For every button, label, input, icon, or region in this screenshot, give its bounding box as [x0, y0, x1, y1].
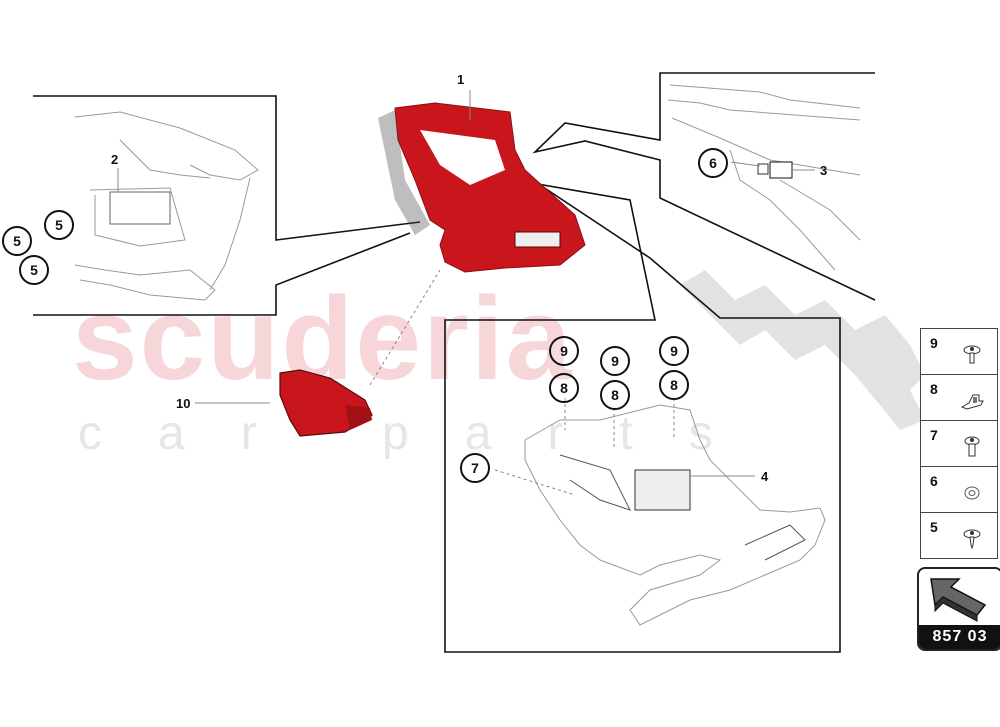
clip-nut-icon — [960, 394, 984, 410]
callout-part-7[interactable]: 7 — [460, 453, 490, 483]
legend-item-9[interactable]: 9 — [920, 328, 998, 374]
arrow-up-left-icon — [930, 578, 987, 622]
part-1-bracket — [378, 102, 586, 273]
fastener-legend: 9 8 7 6 5 — [920, 328, 998, 559]
watermark-subtitle: car parts — [78, 407, 769, 460]
flange-screw-icon — [963, 345, 981, 364]
callout-part-9[interactable]: 9 — [659, 336, 689, 366]
callout-part-5[interactable]: 5 — [19, 255, 49, 285]
left-inset-sketch — [74, 111, 259, 301]
callout-part-10[interactable]: 10 — [176, 396, 191, 411]
callout-part-1[interactable]: 1 — [457, 72, 465, 87]
torx-screw-icon — [964, 436, 980, 457]
callout-part-9[interactable]: 9 — [600, 346, 630, 376]
legend-item-8[interactable]: 8 — [920, 374, 998, 420]
callout-part-4[interactable]: 4 — [761, 469, 769, 484]
callout-part-6[interactable]: 6 — [698, 148, 728, 178]
checkered-flag-decoration — [680, 270, 925, 430]
diagram-reference-button[interactable]: 857 03 — [917, 567, 1000, 651]
leader-lines — [494, 398, 675, 496]
diagram-code: 857 03 — [919, 625, 1000, 649]
callout-part-8[interactable]: 8 — [600, 380, 630, 410]
callout-part-9[interactable]: 9 — [549, 336, 579, 366]
lower-inset-sketch — [524, 404, 826, 626]
part-10-cover — [279, 369, 373, 437]
right-inset-frame — [532, 72, 876, 301]
callout-part-8[interactable]: 8 — [549, 373, 579, 403]
callout-part-2[interactable]: 2 — [111, 152, 119, 167]
callout-part-5[interactable]: 5 — [44, 210, 74, 240]
callout-part-5[interactable]: 5 — [2, 226, 32, 256]
callout-part-3[interactable]: 3 — [820, 163, 828, 178]
callout-part-8[interactable]: 8 — [659, 370, 689, 400]
right-inset-sketch — [667, 84, 861, 271]
legend-item-5[interactable]: 5 — [920, 512, 998, 559]
legend-item-7[interactable]: 7 — [920, 420, 998, 466]
legend-item-6[interactable]: 6 — [920, 466, 998, 512]
left-inset-frame — [33, 95, 421, 241]
lower-inset-frame — [444, 171, 841, 653]
tapping-screw-icon — [963, 529, 981, 550]
spring-nut-icon — [964, 486, 980, 500]
